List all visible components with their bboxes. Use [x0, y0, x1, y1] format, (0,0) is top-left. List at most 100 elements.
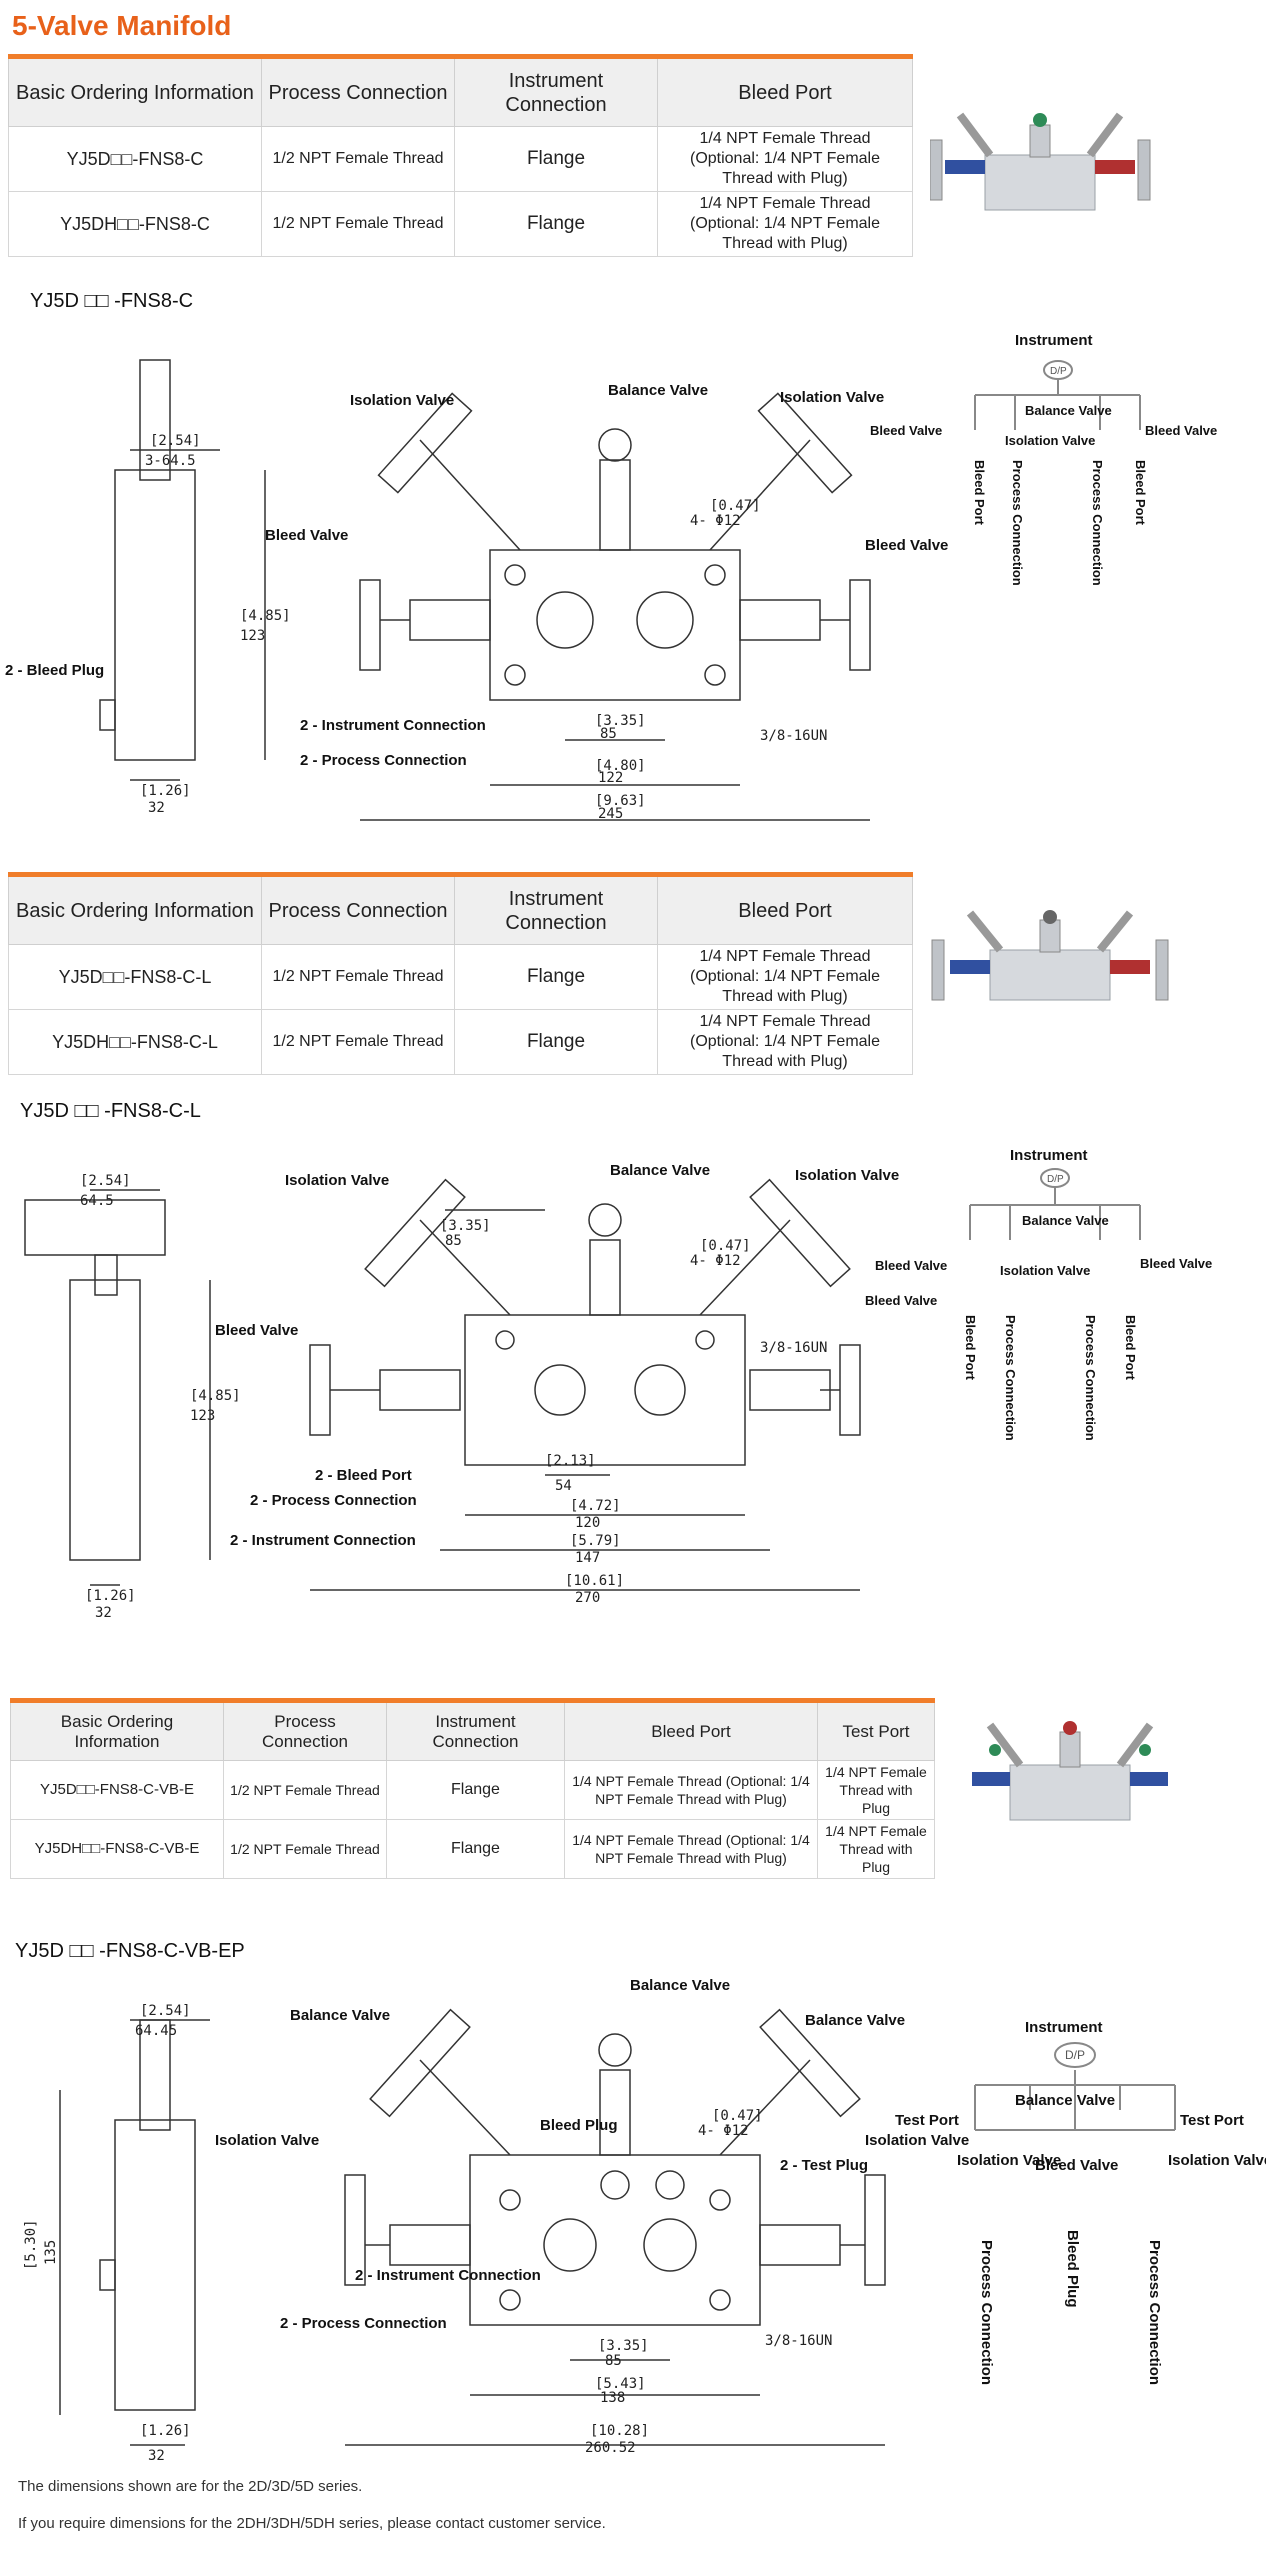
process-connection-label: Process Connection	[1010, 460, 1025, 586]
instrument-cell: Flange	[386, 1819, 565, 1879]
test-port-label: Test Port	[895, 2112, 959, 2129]
balance-valve-label: Balance Valve	[608, 382, 708, 399]
table-row: YJ5D□□-FNS8-C 1/2 NPT Female Thread Flan…	[8, 126, 913, 192]
balance-valve-label: Balance Valve	[1025, 403, 1112, 418]
bleed-valve-label: Bleed Valve	[265, 527, 348, 544]
dim-text: [2.54]	[140, 2003, 191, 2019]
dim-text: [1.26]	[140, 783, 191, 799]
dim-text: [3.35]	[440, 1218, 491, 1234]
ordering-table-2: Basic Ordering Information Process Conne…	[8, 872, 913, 1075]
dim-text: [10.61]	[565, 1573, 624, 1589]
thread-label: 3/8-16UN	[765, 2333, 832, 2349]
table-row: YJ5DH□□-FNS8-C-L 1/2 NPT Female Thread F…	[8, 1009, 913, 1075]
isolation-valve-label: Isolation Valve	[1005, 433, 1095, 448]
isolation-valve-label: Isolation Valve	[285, 1172, 389, 1189]
dim-text: 4- Φ12	[690, 1253, 741, 1269]
model-cell: YJ5DH□□-FNS8-C-VB-E	[10, 1819, 224, 1879]
side-view-body	[69, 1279, 141, 1561]
section-label-3: YJ5D □□ -FNS8-C-VB-EP	[15, 1940, 245, 1962]
process-connection-label: Process Connection	[1090, 460, 1105, 586]
isolation-valve-label: Isolation Valve	[795, 1167, 899, 1184]
dim-text: [0.47]	[700, 1238, 751, 1254]
balance-valve-label: Balance Valve	[1022, 1213, 1109, 1228]
dim-text: [2.13]	[545, 1453, 596, 1469]
process-cell: 1/2 NPT Female Thread	[261, 126, 455, 192]
thread-label: 3/8-16UN	[760, 1340, 827, 1356]
header-bleed: Bleed Port	[657, 874, 913, 945]
bleed-valve-label: Bleed Valve	[875, 1258, 947, 1273]
isolation-valve-label: Isolation Valve	[957, 2152, 1061, 2169]
dim-text: 85	[600, 726, 617, 742]
thread-label: 3/8-16UN	[760, 728, 827, 744]
dim-text: [9.63]	[595, 793, 646, 809]
process-cell: 1/2 NPT Female Thread	[261, 191, 455, 257]
dim-text: [5.79]	[570, 1533, 621, 1549]
instrument-cell: Flange	[454, 191, 658, 257]
dim-text: 123	[190, 1408, 215, 1424]
dim-text: [1.26]	[140, 2423, 191, 2439]
product-photo-1	[930, 100, 1160, 230]
isolation-valve-label: Isolation Valve	[350, 392, 454, 409]
process-cell: 1/2 NPT Female Thread	[223, 1760, 387, 1820]
process-connection-label: Process Connection	[1083, 1315, 1098, 1441]
bleed-cell: 1/4 NPT Female Thread (Optional: 1/4 NPT…	[657, 126, 913, 192]
dp-label: D/P	[1050, 366, 1067, 377]
process-connection-label: 2 - Process Connection	[280, 2315, 447, 2332]
bleed-plug-label: Bleed Plug	[540, 2117, 618, 2134]
process-connection-label: 2 - Process Connection	[300, 752, 467, 769]
model-cell: YJ5D□□-FNS8-C-L	[8, 944, 262, 1010]
dim-text: [0.47]	[712, 2108, 763, 2124]
header-ordering: Basic Ordering Information	[10, 1700, 224, 1761]
instrument-cell: Flange	[454, 126, 658, 192]
table-row: YJ5D□□-FNS8-C-L 1/2 NPT Female Thread Fl…	[8, 944, 913, 1010]
header-process: Process Connection	[261, 56, 455, 127]
balance-valve-label: Balance Valve	[290, 2007, 390, 2024]
dim-text: [3.35]	[595, 713, 646, 729]
balance-valve-label: Balance Valve	[630, 1977, 730, 1994]
header-ordering: Basic Ordering Information	[8, 874, 262, 945]
bleed-cell: 1/4 NPT Female Thread (Optional: 1/4 NPT…	[657, 944, 913, 1010]
ordering-table-3: Basic Ordering Information Process Conne…	[10, 1698, 935, 1879]
header-instrument: Instrument Connection	[454, 874, 658, 945]
section-label-1: YJ5D □□ -FNS8-C	[30, 290, 194, 312]
dim-text: 85	[445, 1233, 462, 1249]
footnote-line-1: The dimensions shown are for the 2D/3D/5…	[18, 2478, 363, 2495]
dp-label: D/P	[1047, 1174, 1064, 1185]
product-photo-3	[960, 1710, 1180, 1840]
instrument-cell: Flange	[454, 1009, 658, 1075]
test-plug-label: 2 - Test Plug	[780, 2157, 868, 2174]
test-cell: 1/4 NPT Female Thread with Plug	[817, 1819, 935, 1879]
dim-text: 147	[575, 1550, 600, 1566]
model-cell: YJ5DH□□-FNS8-C-L	[8, 1009, 262, 1075]
dim-text: 3-64.5	[145, 453, 196, 469]
dim-text: 64.45	[135, 2023, 177, 2039]
instrument-connection-label: 2 - Instrument Connection	[355, 2267, 541, 2284]
header-instrument: Instrument Connection	[386, 1700, 565, 1761]
dim-text: [5.43]	[595, 2376, 646, 2392]
header-bleed: Bleed Port	[657, 56, 913, 127]
bleed-valve-label: Bleed Valve	[865, 1293, 937, 1308]
side-view-body	[114, 469, 196, 761]
dp-label: D/P	[1065, 2048, 1085, 2062]
dim-text: [1.26]	[85, 1588, 136, 1604]
process-cell: 1/2 NPT Female Thread	[261, 944, 455, 1010]
manifold-body	[489, 549, 741, 701]
header-ordering: Basic Ordering Information	[8, 56, 262, 127]
dim-text: 85	[605, 2353, 622, 2369]
bleed-cell: 1/4 NPT Female Thread (Optional: 1/4 NPT…	[564, 1819, 818, 1879]
header-process: Process Connection	[223, 1700, 387, 1761]
product-photo-2	[930, 905, 1170, 1025]
header-process: Process Connection	[261, 874, 455, 945]
bleed-port-label: Bleed Port	[972, 460, 987, 526]
process-connection-label: Process Connection	[978, 2240, 995, 2385]
instrument-label: Instrument	[1010, 1147, 1088, 1164]
dim-text: [3.35]	[598, 2338, 649, 2354]
dim-text: 122	[598, 770, 623, 786]
bleed-valve-label: Bleed Valve	[870, 423, 942, 438]
dim-text: [2.54]	[80, 1173, 131, 1189]
bleed-valve-label: Bleed Valve	[1145, 423, 1217, 438]
dim-text: 32	[148, 800, 165, 816]
instrument-connection-label: 2 - Instrument Connection	[230, 1532, 416, 1549]
dim-text: 138	[600, 2390, 625, 2406]
dim-text: 4- Φ12	[698, 2123, 749, 2139]
